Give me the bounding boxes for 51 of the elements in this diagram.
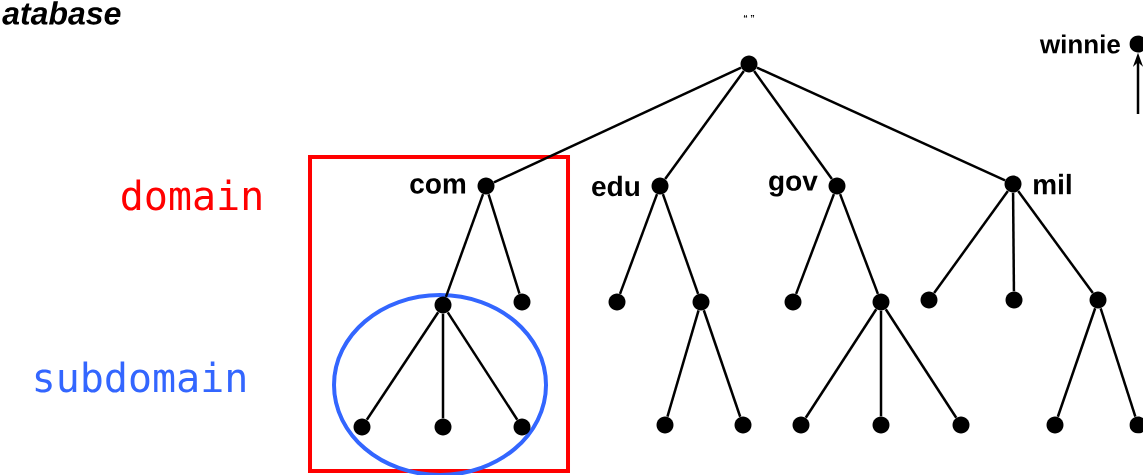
root-label: “ ” bbox=[743, 14, 755, 18]
connector bbox=[444, 193, 485, 298]
tree-dot bbox=[434, 418, 452, 436]
tree-dot bbox=[608, 293, 626, 311]
connector bbox=[756, 66, 1006, 182]
tree-dot bbox=[353, 418, 371, 436]
connector bbox=[879, 310, 883, 417]
tree-dot bbox=[872, 416, 890, 434]
connector bbox=[664, 70, 745, 180]
dot-label: mil bbox=[1034, 173, 1071, 195]
connector bbox=[618, 193, 659, 295]
connector bbox=[838, 193, 880, 295]
connector bbox=[702, 309, 742, 418]
tree-dot bbox=[513, 418, 531, 436]
dot-label: edu bbox=[592, 175, 639, 197]
tree-dot bbox=[792, 416, 810, 434]
connector bbox=[804, 308, 878, 419]
connector bbox=[666, 310, 700, 417]
tree-dot bbox=[784, 293, 802, 311]
tree-dot bbox=[740, 55, 758, 73]
connector bbox=[884, 308, 958, 419]
connector bbox=[1099, 307, 1137, 418]
connector bbox=[1056, 307, 1097, 418]
dot-label: winnie bbox=[1039, 34, 1120, 54]
connector bbox=[365, 311, 440, 421]
tree-dot bbox=[952, 416, 970, 434]
connector bbox=[1017, 190, 1094, 294]
connector bbox=[487, 193, 521, 295]
connector bbox=[446, 311, 519, 421]
connector bbox=[753, 70, 833, 180]
tree-dot bbox=[513, 293, 531, 311]
dot-label: com bbox=[410, 178, 466, 194]
tree-dot bbox=[872, 293, 890, 311]
tree-dot bbox=[692, 293, 710, 311]
annotation-label: domain bbox=[122, 179, 261, 211]
connector bbox=[661, 193, 700, 295]
tree-dot bbox=[1089, 291, 1107, 309]
connector bbox=[794, 193, 836, 295]
connector bbox=[441, 313, 445, 419]
tree-dot bbox=[656, 416, 674, 434]
tree-dot bbox=[1046, 416, 1064, 434]
tree-dot bbox=[1005, 291, 1023, 309]
tree-dot bbox=[434, 296, 452, 314]
tree-dot bbox=[734, 416, 752, 434]
annotation-label: subdomain bbox=[35, 361, 245, 393]
dot-label: gov bbox=[769, 175, 818, 197]
connector bbox=[493, 66, 742, 184]
tree-dot bbox=[920, 291, 938, 309]
heading: atabase bbox=[2, 1, 121, 25]
connector bbox=[1011, 192, 1016, 292]
connector bbox=[933, 190, 1009, 294]
